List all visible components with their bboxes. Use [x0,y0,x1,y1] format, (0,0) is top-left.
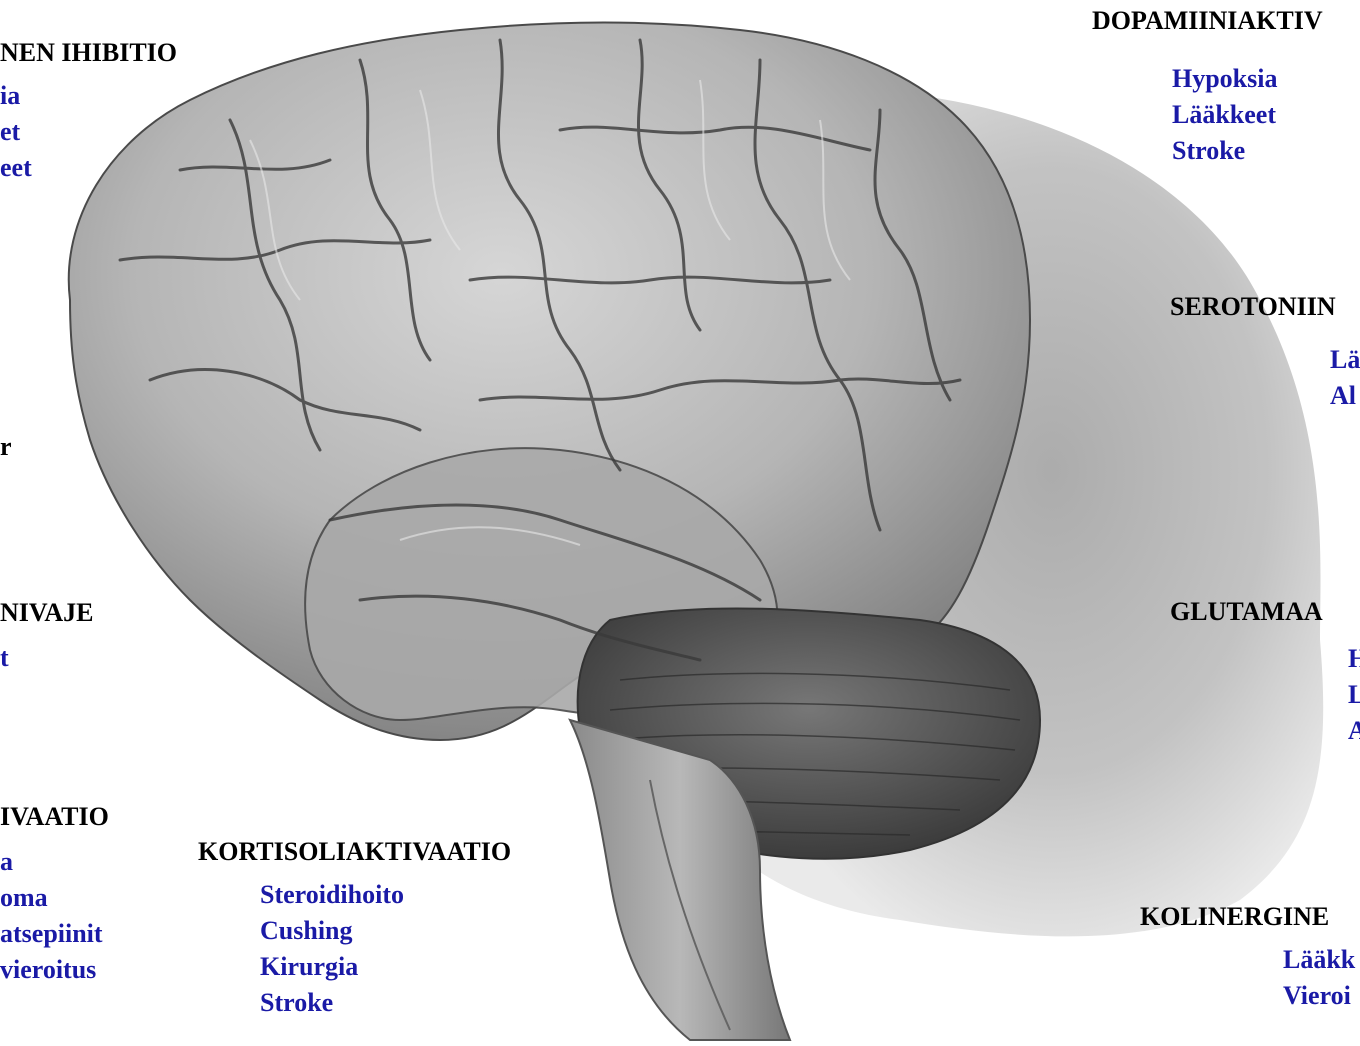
label-group-glutamaatti: GLUTAMAA H L A [1170,597,1360,749]
group-heading: NEN IHIBITIO [0,38,177,68]
group-item: Steroidihoito [260,877,511,913]
group-heading: KORTISOLIAKTIVAATIO [198,837,511,867]
group-item: Stroke [1172,133,1323,169]
group-item: A [1348,713,1360,749]
group-item: Lä [1330,342,1360,378]
group-heading: GLUTAMAA [1170,597,1360,627]
label-group-serotoniini: SEROTONIIN Lä Al [1170,292,1360,414]
group-item: L [1348,677,1360,713]
group-item: a [0,844,109,880]
group-item: et [0,114,177,150]
group-item: t [0,640,93,676]
group-item: oma [0,880,109,916]
group-item: atsepiinit [0,916,109,952]
label-group-nivaje: NIVAJE t [0,598,93,676]
group-item: Stroke [260,985,511,1021]
group-heading: SEROTONIIN [1170,292,1360,322]
group-item: Vieroi [1283,978,1355,1014]
label-group-ivaatio: IVAATIO a oma atsepiinit vieroitus [0,802,109,988]
group-item: Hypoksia [1172,61,1323,97]
group-heading: NIVAJE [0,598,93,628]
group-heading: DOPAMIINIAKTIV [1092,6,1323,36]
group-item: ia [0,78,177,114]
stray-letter: r [0,432,12,462]
group-item: Kirurgia [260,949,511,985]
group-heading: IVAATIO [0,802,109,832]
label-group-dopamiini: DOPAMIINIAKTIV Hypoksia Lääkkeet Stroke [1092,6,1323,169]
group-item: Al [1330,378,1360,414]
group-item: Lääkk [1283,942,1355,978]
label-group-gaba: NEN IHIBITIO ia et eet [0,38,177,186]
group-item: eet [0,150,177,186]
group-heading: KOLINERGINE [1140,902,1355,932]
group-item: Cushing [260,913,511,949]
label-group-kortisoli: KORTISOLIAKTIVAATIO Steroidihoito Cushin… [198,837,511,1021]
group-item: Lääkkeet [1172,97,1323,133]
group-item: vieroitus [0,952,109,988]
label-group-kolinerginen: KOLINERGINE Lääkk Vieroi [1140,902,1355,1014]
group-item: H [1348,641,1360,677]
